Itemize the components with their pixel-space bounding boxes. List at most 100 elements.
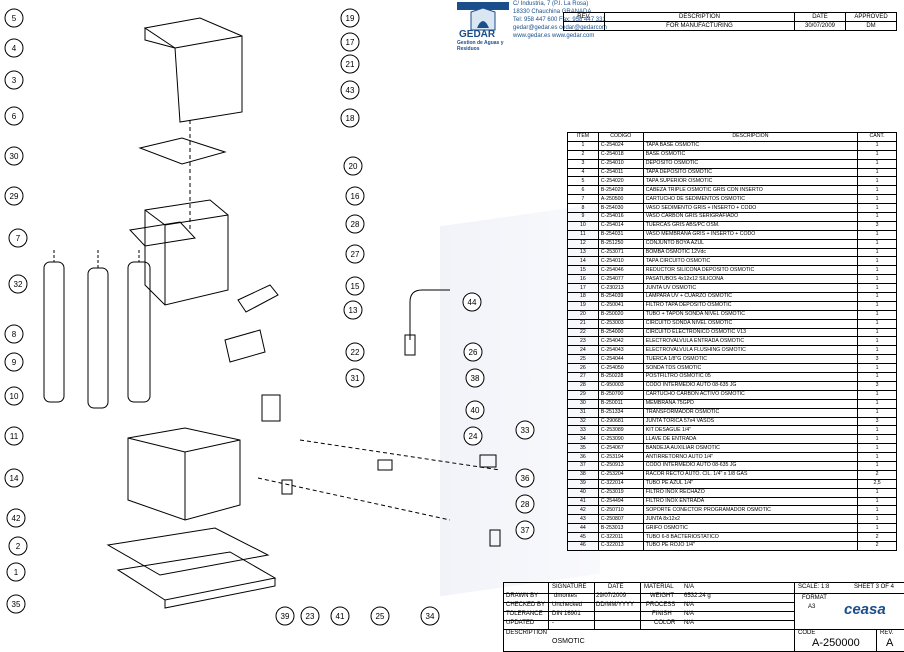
finish-value: N/A [684, 611, 695, 617]
parts-description: TAPA DEPÓSITO OSMOTIC [642, 167, 859, 178]
format-value: A3 [808, 604, 816, 610]
parts-description: CONJUNTO BOYA AZUL [642, 238, 859, 249]
balloon-circle [4, 426, 24, 446]
parts-item: 23 [567, 336, 599, 347]
parts-code: C-250041 [597, 300, 644, 311]
parts-description: REDUCTOR SILICONA DEPOSITO OSMOTIC [642, 265, 859, 276]
parts-code: C-254014 [597, 220, 644, 231]
balloon-label: 3 [12, 76, 17, 85]
signature-header: SIGNATURE [552, 584, 587, 590]
balloon-circle [463, 342, 483, 362]
parts-description: VASO SEDIMENTO GRIS + INSERTO + CODO [642, 203, 859, 214]
balloon-label: 17 [346, 38, 355, 47]
parts-description: ELECTROVALVULA FLUSHING OSMOTIC [642, 345, 859, 356]
balloon-circle [4, 186, 24, 206]
parts-description: POSTFILTRO OSMOTIC 05 [642, 372, 859, 382]
parts-item: 15 [567, 265, 599, 276]
balloon-label: 32 [14, 280, 23, 289]
parts-description: TUERCA 1/8"G OSMOTIC [642, 354, 859, 365]
parts-quantity: 1 [857, 247, 897, 258]
parts-quantity: 1 [857, 309, 897, 320]
parts-quantity: 1 [857, 194, 897, 205]
balloon-label: 41 [336, 612, 345, 621]
parts-quantity: 2 [857, 540, 897, 551]
title-block: SIGNATURE DATE DRAWN BY dmontes 29/07/20… [503, 582, 904, 652]
tolerance-value: DIN 16901 [552, 611, 581, 617]
parts-description: CIRCUITO ELECTRÓNICO OSMOTIC V13 [642, 327, 859, 338]
parts-quantity: 3 [857, 354, 897, 365]
parts-description: TRANSFORMADOR OSMOTIC [642, 407, 859, 418]
parts-item: 25 [567, 354, 599, 365]
parts-quantity: 1 [857, 523, 897, 534]
updated-label: UPDATED [506, 620, 535, 626]
parts-item: 45 [567, 532, 599, 542]
balloon-circle [6, 562, 26, 582]
parts-header-quantity: CANT. [857, 132, 897, 142]
balloon-circle [370, 606, 390, 626]
parts-header-code: CÓDIGO [597, 132, 644, 142]
balloon-label: 1 [14, 568, 19, 577]
parts-code: C-254043 [597, 345, 644, 356]
drawn-by-signature: dmontes [554, 593, 578, 599]
parts-item: 20 [567, 309, 599, 320]
parts-quantity: 1 [857, 487, 897, 498]
parts-description: VASO CARBON GRIS SERIGRAFIADO [642, 212, 859, 222]
parts-item: 1 [567, 140, 599, 151]
balloon-circle [462, 292, 482, 312]
parts-code: A-250500 [597, 194, 644, 205]
balloon-label: 22 [351, 348, 360, 357]
parts-quantity: 1 [857, 203, 897, 214]
balloon-circle [300, 606, 320, 626]
parts-code: B-254030 [597, 203, 644, 214]
web-line: www.gedar.es www.gedar.com [513, 33, 595, 39]
code-label: CODE [798, 630, 816, 636]
parts-code: C-254011 [597, 167, 644, 178]
code-value: A-250000 [812, 637, 860, 649]
checked-by-signature: Unchecked [552, 602, 583, 608]
parts-description: TAPA CIRCUITO OSMOTIC [642, 256, 859, 267]
parts-item: 31 [567, 407, 599, 418]
balloon-label: 39 [281, 612, 290, 621]
parts-item: 8 [567, 203, 599, 214]
parts-description: MEMBRANA 75GPD [642, 398, 859, 409]
material-label: MATERIAL [644, 584, 674, 590]
parts-code: B-254029 [597, 185, 644, 196]
balloon-label: 19 [346, 14, 355, 23]
balloon-label: 40 [471, 406, 480, 415]
parts-quantity: 1 [857, 167, 897, 178]
rev-value: A [886, 637, 894, 649]
parts-code: C-322011 [597, 532, 644, 542]
balloon-label: 10 [10, 392, 19, 401]
process-label: PROCESS [646, 602, 676, 608]
sheet: SHEET 3 OF 4 [854, 584, 894, 590]
parts-quantity: 1 [857, 505, 897, 516]
parts-description: JUNTA TÓRICA 57x4 VASOS [642, 416, 859, 427]
balloon-circle [8, 228, 28, 248]
balloon-circle [4, 106, 24, 126]
balloon-circle [465, 400, 485, 420]
rev-cell: FOR MANUFACTURING [604, 21, 795, 31]
parts-code: C-253204 [597, 469, 644, 480]
parts-description: LLAVE DE ENTRADA [642, 434, 859, 445]
parts-quantity: 1 [857, 185, 897, 196]
balloon-label: 18 [346, 114, 355, 123]
balloon-circle [345, 342, 365, 362]
parts-code: B-250020 [597, 309, 644, 320]
color-label: COLOR [654, 620, 676, 626]
parts-item: 7 [567, 194, 599, 205]
material-value: N/A [684, 584, 695, 590]
parts-quantity: 2 [857, 469, 897, 480]
parts-quantity: 1 [857, 274, 897, 285]
parts-item: 18 [567, 292, 599, 302]
parts-item: 24 [567, 345, 599, 356]
parts-item: 26 [567, 363, 599, 374]
parts-code: C-253090 [597, 434, 644, 445]
